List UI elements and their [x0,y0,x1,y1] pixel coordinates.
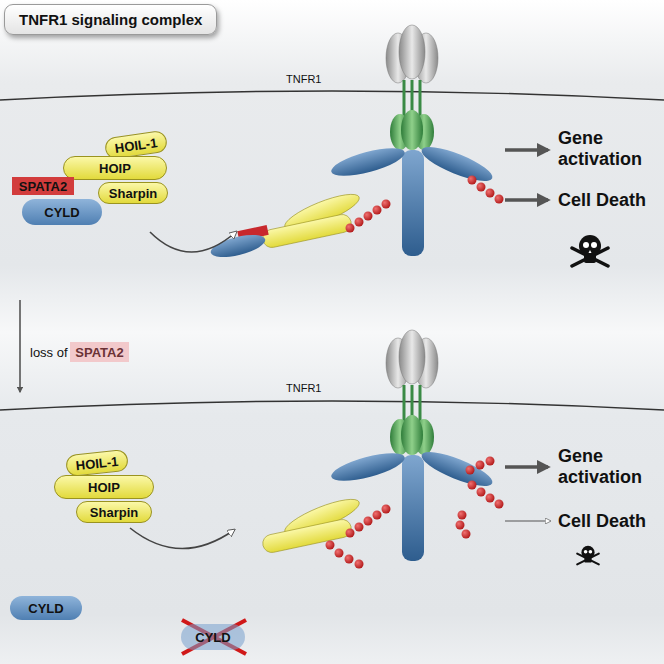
protein-name: HOIP [99,161,131,176]
protein-name: CYLD [195,630,230,645]
outcome-label: Cell Death [558,190,646,211]
title-box: TNFR1 signaling complex [4,4,217,35]
outcome-arrow [505,465,548,469]
outcome-arrow [505,198,548,202]
tnfr1-receptor [329,330,496,561]
protein-box: SPATA2 [70,342,129,362]
protein-pill: Sharpin [76,501,152,523]
deletion-cross [182,620,246,654]
protein-pill: HOIP [54,475,154,499]
protein-box: SPATA2 [12,177,74,195]
protein-name: HOIP [88,480,120,495]
outcome-arrow [505,148,548,152]
protein-pill: HOIP [63,156,167,180]
protein-pill: CYLD [22,199,102,225]
membrane-label: TNFR1 [286,73,321,86]
protein-name: CYLD [44,205,79,220]
protein-name: HOIL-1 [114,135,158,156]
protein-pill: Sharpin [98,182,168,204]
protein-name: SPATA2 [19,179,67,194]
panel-background [0,332,664,664]
outcome-label: Gene activation [558,128,658,169]
protein-name: Sharpin [90,505,138,520]
skull-symbol [572,235,608,266]
membrane [0,91,664,100]
bound-complex [209,176,504,262]
step-label: loss of [30,345,68,361]
recruitment-arrow [130,528,234,549]
bound-complex [261,457,503,569]
recruitment-arrow [150,232,236,252]
tnfr1-receptor [329,25,496,256]
membrane-label: TNFR1 [286,382,321,395]
deleted-protein-pill: CYLD [181,624,245,650]
panel-background [0,0,664,332]
outcome-label: Gene activation [558,446,658,487]
protein-name: Sharpin [109,186,157,201]
skull-symbol [577,546,599,565]
protein-pill: CYLD [10,596,82,620]
membrane [0,401,664,410]
outcome-arrow [505,520,550,521]
outcome-label: Cell Death [558,511,646,532]
protein-name: SPATA2 [75,345,123,360]
protein-name: HOIL-1 [75,453,119,472]
protein-name: CYLD [28,601,63,616]
loss-arrow [19,300,21,392]
